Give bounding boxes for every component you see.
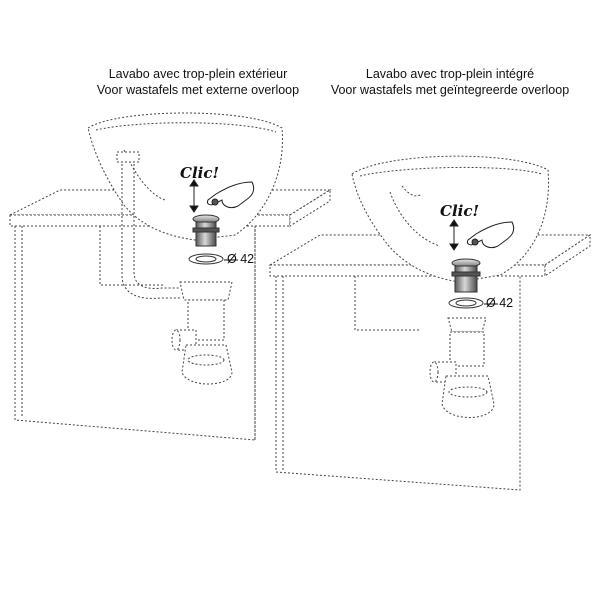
caption-fr: Lavabo avec trop-plein intégré (365, 67, 535, 81)
overflow-tube (116, 151, 180, 299)
clic-label: Clic! (440, 202, 479, 220)
caption-nl: Voor wastafels met externe overloop (96, 83, 300, 97)
basin-bowl (87, 112, 283, 241)
basin-bowl (351, 155, 550, 283)
push-gesture (189, 179, 255, 213)
push-gesture (449, 219, 515, 251)
caption-external-overflow: Lavabo avec trop-plein extérieur Voor wa… (48, 66, 348, 98)
caption-fr: Lavabo avec trop-plein extérieur (108, 67, 288, 81)
left-installation (9, 112, 332, 441)
left-drain-parts (188, 214, 238, 265)
drain-body (454, 265, 478, 293)
cabinet (275, 276, 521, 491)
diameter-label: Ø 42 (227, 252, 254, 266)
caption-nl: Voor wastafels met geïntegreerde overloo… (330, 83, 570, 97)
cabinet (14, 226, 256, 441)
left-siphon (171, 281, 233, 385)
drain-body (195, 221, 217, 247)
caption-integrated-overflow: Lavabo avec trop-plein intégré Voor wast… (300, 66, 600, 98)
right-siphon (429, 317, 495, 418)
diameter-label: Ø 42 (486, 296, 513, 310)
right-drain-parts (448, 258, 498, 309)
clic-label: Clic! (180, 164, 219, 182)
